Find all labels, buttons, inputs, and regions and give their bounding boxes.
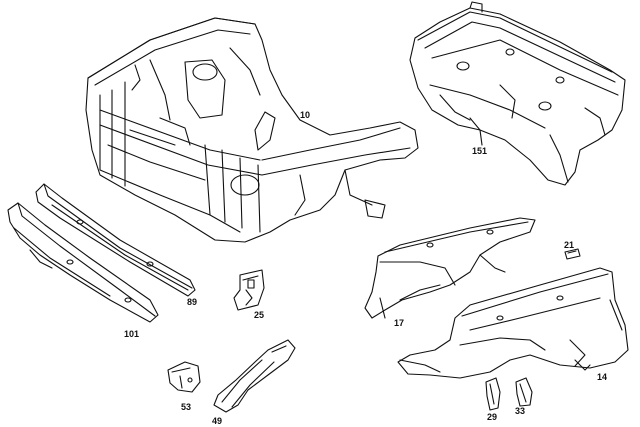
firewall-panel: [409, 1, 626, 186]
small-bracket: [233, 269, 265, 311]
radiator-support-crossmember: [7, 202, 159, 323]
label-firewall-panel: 151: [472, 146, 487, 156]
radiator-support-lower: [35, 183, 196, 297]
label-side-member: 49: [212, 416, 222, 426]
support-strut-a: [485, 377, 501, 411]
inner-fender-left: [364, 217, 536, 319]
label-inner-fender-left: 17: [394, 318, 404, 328]
label-clip: 21: [564, 240, 574, 250]
label-support-strut-a: 29: [487, 412, 497, 422]
side-member: [213, 339, 296, 413]
inner-fender-right: [397, 267, 629, 379]
support-strut-b: [515, 377, 533, 407]
front-frame-assembly: [85, 17, 419, 243]
label-mount-bracket: 53: [181, 402, 191, 412]
mount-bracket: [167, 361, 201, 393]
label-radiator-support-crossmember: 101: [124, 329, 139, 339]
label-support-strut-b: 33: [515, 406, 525, 416]
label-small-bracket: 25: [254, 310, 264, 320]
label-inner-fender-right: 14: [597, 372, 607, 382]
label-front-frame-assembly: 10: [300, 110, 310, 120]
clip: [564, 248, 581, 260]
label-radiator-support-lower: 89: [187, 297, 197, 307]
